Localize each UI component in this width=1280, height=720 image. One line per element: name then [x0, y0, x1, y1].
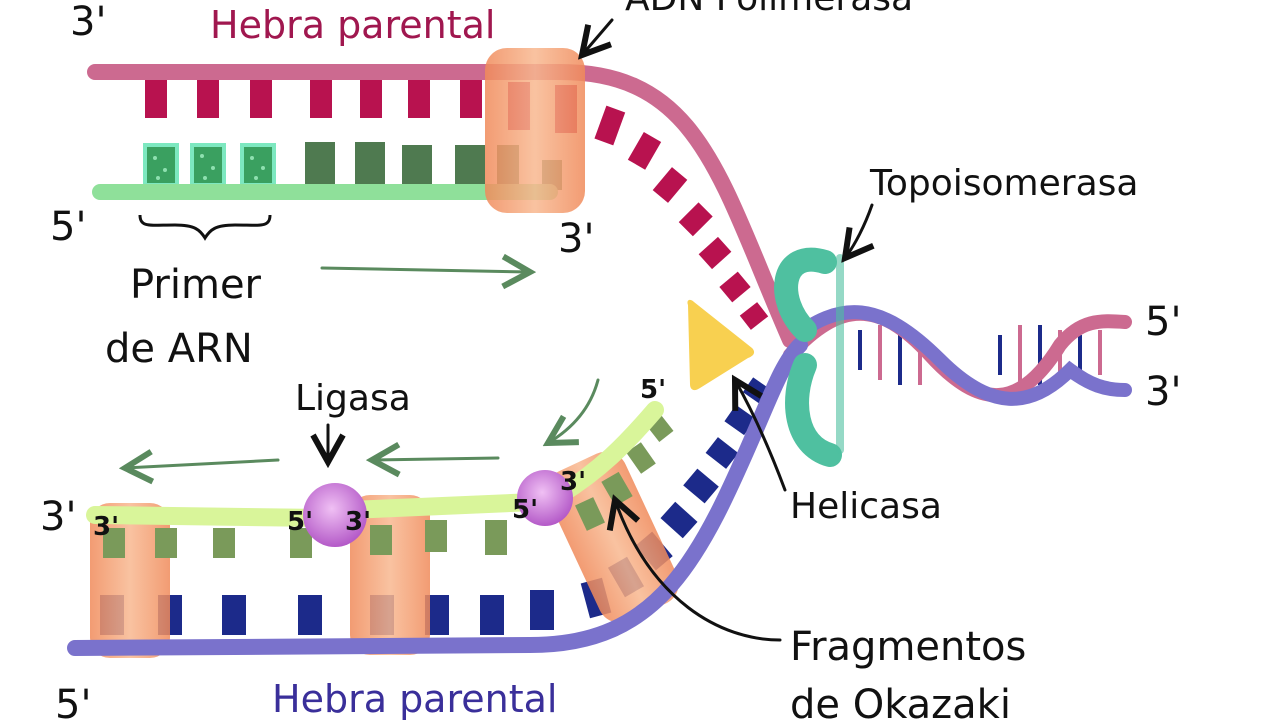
helicase-pointer [735, 380, 787, 492]
rna-primer-blocks [143, 143, 276, 187]
dna-polymerase-leading [485, 48, 585, 213]
top-left-5-prime: 5' [50, 204, 86, 250]
pointer-arrows [328, 18, 872, 642]
okazaki-pointer [615, 500, 782, 642]
top-primer-3-prime: 3' [558, 216, 594, 262]
primer-label-line1: Primer [130, 262, 262, 308]
helix-strand-blue [783, 305, 1132, 406]
fragment1-5-prime: 5' [287, 507, 313, 537]
polymerase-label: ADN Polimerasa [625, 0, 913, 19]
bottom-left-5-prime: 5' [55, 682, 91, 720]
top-left-3-prime: 3' [70, 0, 106, 45]
okazaki-label-line2: de Okazaki [790, 682, 1011, 720]
helicase-label: Helicasa [790, 486, 942, 527]
right-5-prime: 5' [1145, 299, 1181, 345]
topoisomerase-ring [774, 247, 844, 467]
synthesis-direction-arrows [125, 268, 600, 468]
primer-label-line2: de ARN [105, 326, 253, 372]
ligase-label: Ligasa [295, 378, 411, 419]
lagging-direction-arrow-2 [372, 458, 500, 460]
top-parental-label: Hebra parental [210, 3, 495, 47]
helicase-triangle [687, 299, 755, 391]
top-parental-strand [87, 64, 798, 348]
okazaki-fragments [86, 401, 664, 527]
right-3-prime: 3' [1145, 369, 1181, 415]
polymerase-pointer [582, 18, 614, 55]
okazaki-label-line1: Fragmentos [790, 624, 1026, 670]
topoisomerase-label: Topoisomerasa [869, 163, 1138, 204]
dna-polymerase-lagging-3 [546, 451, 679, 623]
primer-brace [138, 214, 272, 241]
helix-rungs [858, 325, 1102, 385]
lagging-direction-arrow-1 [125, 460, 280, 468]
fragment1-3-prime: 3' [93, 512, 119, 542]
double-helix [783, 305, 1132, 406]
bottom-parental-label: Hebra parental [272, 677, 557, 720]
leading-direction-arrow [320, 268, 530, 272]
lagging-direction-arrow-3 [548, 378, 600, 443]
topoisomerase-pointer [845, 203, 872, 258]
ligase-2 [517, 470, 573, 526]
fragment2-3-prime: 3' [345, 507, 371, 537]
fragment2-5-prime: 5' [512, 495, 538, 525]
bottom-left-3-prime: 3' [40, 494, 76, 540]
ligase-1 [303, 483, 367, 547]
bottom-parental-strand [67, 337, 808, 656]
fragment3-5-prime: 5' [640, 375, 666, 405]
fragment3-3-prime: 3' [560, 467, 586, 497]
